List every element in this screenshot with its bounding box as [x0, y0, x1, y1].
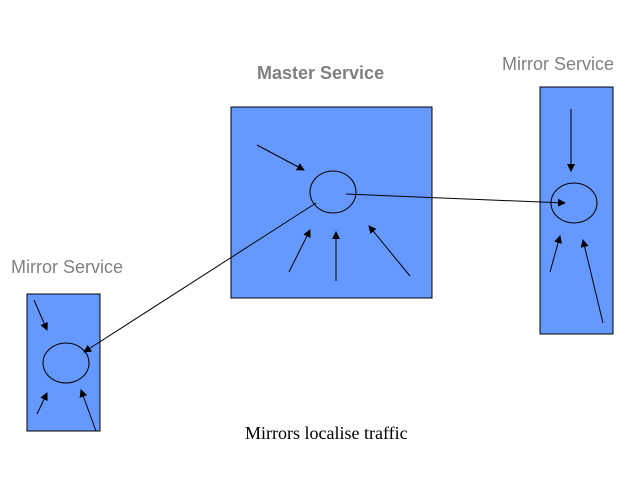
master-to-mirror-right-link [345, 193, 566, 207]
master-to-mirror-left-link [83, 202, 317, 353]
master-inbound-arrow-2 [288, 229, 311, 273]
master-inbound-arrow-1 [256, 144, 305, 171]
mirror-left-node [42, 342, 90, 384]
mirror-left-inbound-arrow-3 [79, 389, 97, 432]
mirror-right-box [539, 86, 614, 335]
master-service-node [309, 170, 357, 214]
master-inbound-arrow-4 [368, 225, 411, 277]
mirror-left-inbound-arrow-1 [33, 299, 48, 331]
mirror-right-node [550, 182, 598, 224]
master-service-title: Master Service [257, 63, 385, 83]
mirror-right-inbound-arrow-3 [580, 239, 604, 324]
mirror-left-inbound-arrow-2 [36, 392, 48, 415]
master-service-box [230, 106, 433, 299]
mirror-left-title: Mirror Service [11, 257, 124, 277]
mirror-right-inbound-arrow-2 [549, 235, 562, 273]
diagram-caption: Mirrors localise traffic [245, 423, 408, 443]
mirror-right-title: Mirror Service [502, 54, 615, 74]
